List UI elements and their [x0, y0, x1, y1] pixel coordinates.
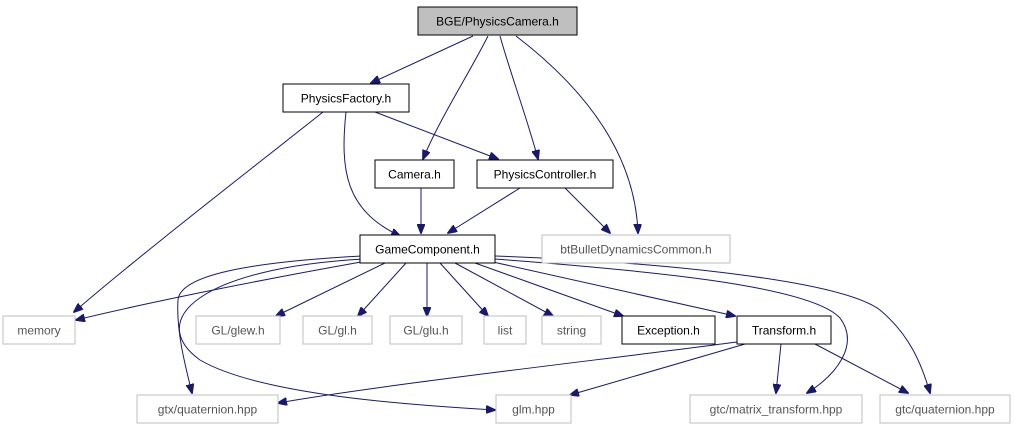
node-game-component[interactable]: GameComponent.h	[359, 234, 496, 264]
node-gl-glew: GL/glew.h	[195, 315, 281, 345]
edges	[74, 35, 930, 410]
node-camera-label: Camera.h	[388, 168, 441, 182]
node-list: list	[483, 315, 527, 345]
edge-gamecomponent-gtcmatrixtransform	[494, 258, 848, 393]
edge-gamecomponent-list	[439, 262, 488, 316]
node-bt-bullet: btBulletDynamicsCommon.h	[541, 234, 731, 264]
edge-transform-gtxquaternion	[278, 341, 738, 403]
edge-transform-gtcmatrixtransform	[776, 343, 782, 393]
edge-gamecomponent-glglew	[276, 262, 386, 316]
node-glm: glm.hpp	[495, 394, 572, 424]
edge-gamecomponent-glm	[179, 258, 495, 410]
node-camera[interactable]: Camera.h	[374, 159, 455, 189]
node-gl-gl: GL/gl.h	[302, 315, 373, 345]
node-exception[interactable]: Exception.h	[621, 315, 716, 345]
edge-transform-gtcquaternion	[814, 343, 908, 393]
node-exception-label: Exception.h	[637, 324, 700, 338]
node-transform[interactable]: Transform.h	[736, 315, 832, 345]
edge-physicsfactory-gamecomponent	[343, 111, 400, 236]
node-gtc-quaternion-label: gtc/quaternion.hpp	[895, 403, 995, 417]
node-gtx-quaternion: gtx/quaternion.hpp	[136, 394, 279, 424]
edge-gamecomponent-gtxquaternion	[177, 255, 363, 393]
node-gtc-matrix-transform: gtc/matrix_transform.hpp	[689, 394, 863, 424]
node-physics-controller[interactable]: PhysicsController.h	[476, 159, 614, 189]
node-memory-label: memory	[17, 324, 60, 338]
node-physics-factory-label: PhysicsFactory.h	[301, 92, 391, 106]
node-physics-controller-label: PhysicsController.h	[494, 168, 597, 182]
edge-physicscamera-physicsfactory	[371, 35, 474, 83]
node-gtc-matrix-transform-label: gtc/matrix_transform.hpp	[710, 403, 843, 417]
edge-gamecomponent-memory	[76, 261, 362, 320]
edge-physicsfactory-physicscontroller	[374, 111, 498, 159]
edge-physicscamera-camera	[423, 35, 489, 159]
node-gl-gl-label: GL/gl.h	[318, 324, 357, 338]
node-string: string	[541, 315, 602, 345]
edge-physicscamera-physicscontroller	[499, 35, 538, 159]
node-transform-label: Transform.h	[752, 324, 816, 338]
node-gl-glu-label: GL/glu.h	[403, 324, 448, 338]
edge-gamecomponent-string	[454, 262, 553, 316]
node-gl-glu: GL/glu.h	[389, 315, 463, 345]
node-physics-camera-label: BGE/PhysicsCamera.h	[436, 15, 559, 29]
node-game-component-label: GameComponent.h	[375, 243, 480, 257]
edge-physicscontroller-gamecomponent	[448, 187, 521, 233]
node-physics-factory[interactable]: PhysicsFactory.h	[282, 83, 410, 113]
node-glm-label: glm.hpp	[512, 403, 555, 417]
node-memory: memory	[2, 315, 76, 345]
edge-gamecomponent-glgl	[358, 262, 407, 316]
edge-physicscamera-btbullet	[515, 35, 638, 233]
node-string-label: string	[557, 324, 586, 338]
edge-gamecomponent-transform	[492, 261, 735, 316]
edge-transform-glm	[570, 343, 746, 395]
edge-physicsfactory-memory	[74, 111, 324, 312]
node-gtx-quaternion-label: gtx/quaternion.hpp	[158, 403, 258, 417]
node-bt-bullet-label: btBulletDynamicsCommon.h	[560, 243, 711, 257]
node-gl-glew-label: GL/glew.h	[211, 324, 264, 338]
node-list-label: list	[498, 324, 513, 338]
node-gtc-quaternion: gtc/quaternion.hpp	[879, 394, 1011, 424]
edge-physicscontroller-btbullet	[564, 187, 610, 233]
node-physics-camera: BGE/PhysicsCamera.h	[417, 6, 578, 36]
nodes: BGE/PhysicsCamera.h PhysicsFactory.h Cam…	[2, 6, 1011, 424]
edge-gamecomponent-exception	[474, 262, 623, 316]
